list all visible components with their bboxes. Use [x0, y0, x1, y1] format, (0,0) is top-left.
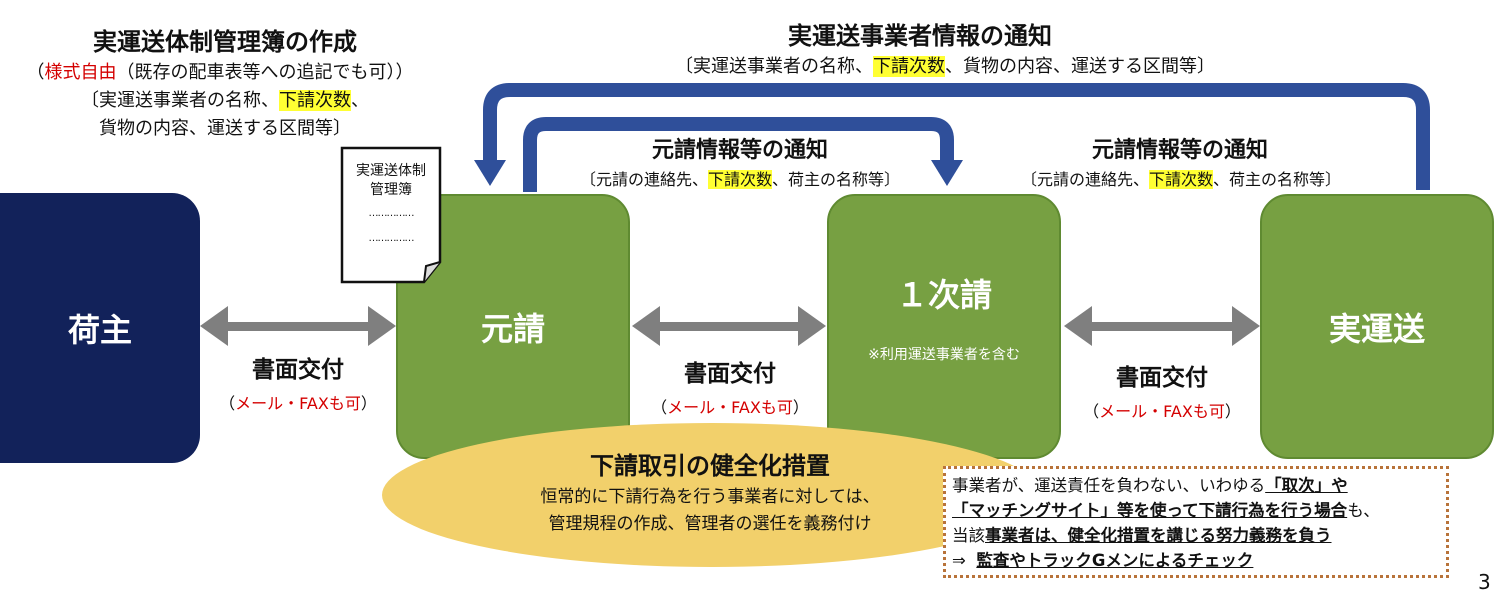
- ledger-title: 実運送体制管理簿の作成: [93, 28, 357, 56]
- document-dots2: ……………: [368, 233, 415, 244]
- ledger-items-line2: 貨物の内容、運送する区間等〕: [99, 118, 351, 139]
- actual-carrier-label: 実運送: [1328, 309, 1425, 348]
- shipper-box: 荷主: [0, 193, 200, 463]
- delivery-note-3: （メール・FAXも可）: [1083, 402, 1241, 421]
- ledger-items-line1: 〔実運送事業者の名称、下請次数、: [81, 90, 369, 111]
- inner-forward-arrow: [523, 117, 954, 192]
- document-icon-text: 実運送体制 管理簿 …………… ……………: [342, 162, 440, 248]
- document-dots1: ……………: [368, 208, 415, 219]
- callout-line1: 事業者が、運送責任を負わない、いわゆる「取次」や: [952, 476, 1348, 495]
- notice-left-title: 元請情報等の通知: [651, 138, 828, 163]
- intermediary-callout: 事業者が、運送責任を負わない、いわゆる「取次」や 「マッチングサイト」等を使って…: [943, 466, 1449, 578]
- top-notice-title: 実運送事業者情報の通知: [788, 22, 1052, 50]
- double-arrow-prime-first: [632, 306, 826, 346]
- notice-right-title: 元請情報等の通知: [1091, 138, 1268, 163]
- callout-line4: ⇒ 監査やトラックGメンによるチェック: [952, 551, 1254, 570]
- delivery-note-2: （メール・FAXも可）: [651, 398, 809, 417]
- double-arrow-first-actual: [1064, 306, 1260, 346]
- soundness-ellipse: [382, 423, 1042, 567]
- document-icon: [340, 146, 442, 284]
- first-subcontractor-box: １次請 ※利用運送事業者を含む: [827, 194, 1061, 459]
- first-subcontractor-note: ※利用運送事業者を含む: [868, 346, 1020, 363]
- delivery-title-2: 書面交付: [684, 361, 776, 387]
- delivery-label-3: 書面交付 （メール・FAXも可）: [1062, 358, 1262, 422]
- delivery-label-1: 書面交付 （メール・FAXも可）: [198, 350, 398, 414]
- ellipse-line2: 管理規程の作成、管理者の選任を義務付け: [548, 514, 872, 534]
- ledger-format-note: （様式自由（既存の配車表等への追記でも可））: [26, 62, 414, 83]
- top-notice-sub: 〔実運送事業者の名称、下請次数、貨物の内容、運送する区間等〕: [675, 56, 1215, 77]
- document-line2: 管理簿: [370, 182, 412, 198]
- document-line1: 実運送体制: [356, 163, 426, 179]
- callout-line2: 「マッチングサイト」等を使って下請行為を行う場合も、: [952, 501, 1380, 520]
- delivery-title-1: 書面交付: [252, 357, 344, 383]
- first-subcontractor-label: １次請: [895, 275, 992, 314]
- ellipse-line1: 恒常的に下請行為を行う事業者に対しては、: [540, 487, 880, 507]
- shipper-label: 荷主: [67, 311, 132, 349]
- top-return-arrowhead: [474, 160, 506, 186]
- inner-forward-arrowhead: [931, 160, 963, 186]
- prime-contractor-label: 元請: [480, 309, 545, 348]
- delivery-label-2: 書面交付 （メール・FAXも可）: [630, 354, 830, 418]
- delivery-title-3: 書面交付: [1116, 365, 1208, 391]
- double-arrow-shipper-prime: [200, 306, 396, 346]
- notice-left-sub: 〔元請の連絡先、下請次数、荷主の名称等〕: [579, 170, 901, 189]
- delivery-note-1: （メール・FAXも可）: [219, 394, 377, 413]
- top-return-arrow: [483, 83, 1430, 190]
- notice-right-sub: 〔元請の連絡先、下請次数、荷主の名称等〕: [1020, 170, 1342, 189]
- page-number: 3: [1478, 570, 1491, 594]
- callout-line3: 当該事業者は、健全化措置を講じる努力義務を負う: [952, 526, 1332, 545]
- actual-carrier-box: 実運送: [1260, 194, 1494, 459]
- ellipse-title: 下請取引の健全化措置: [590, 452, 830, 480]
